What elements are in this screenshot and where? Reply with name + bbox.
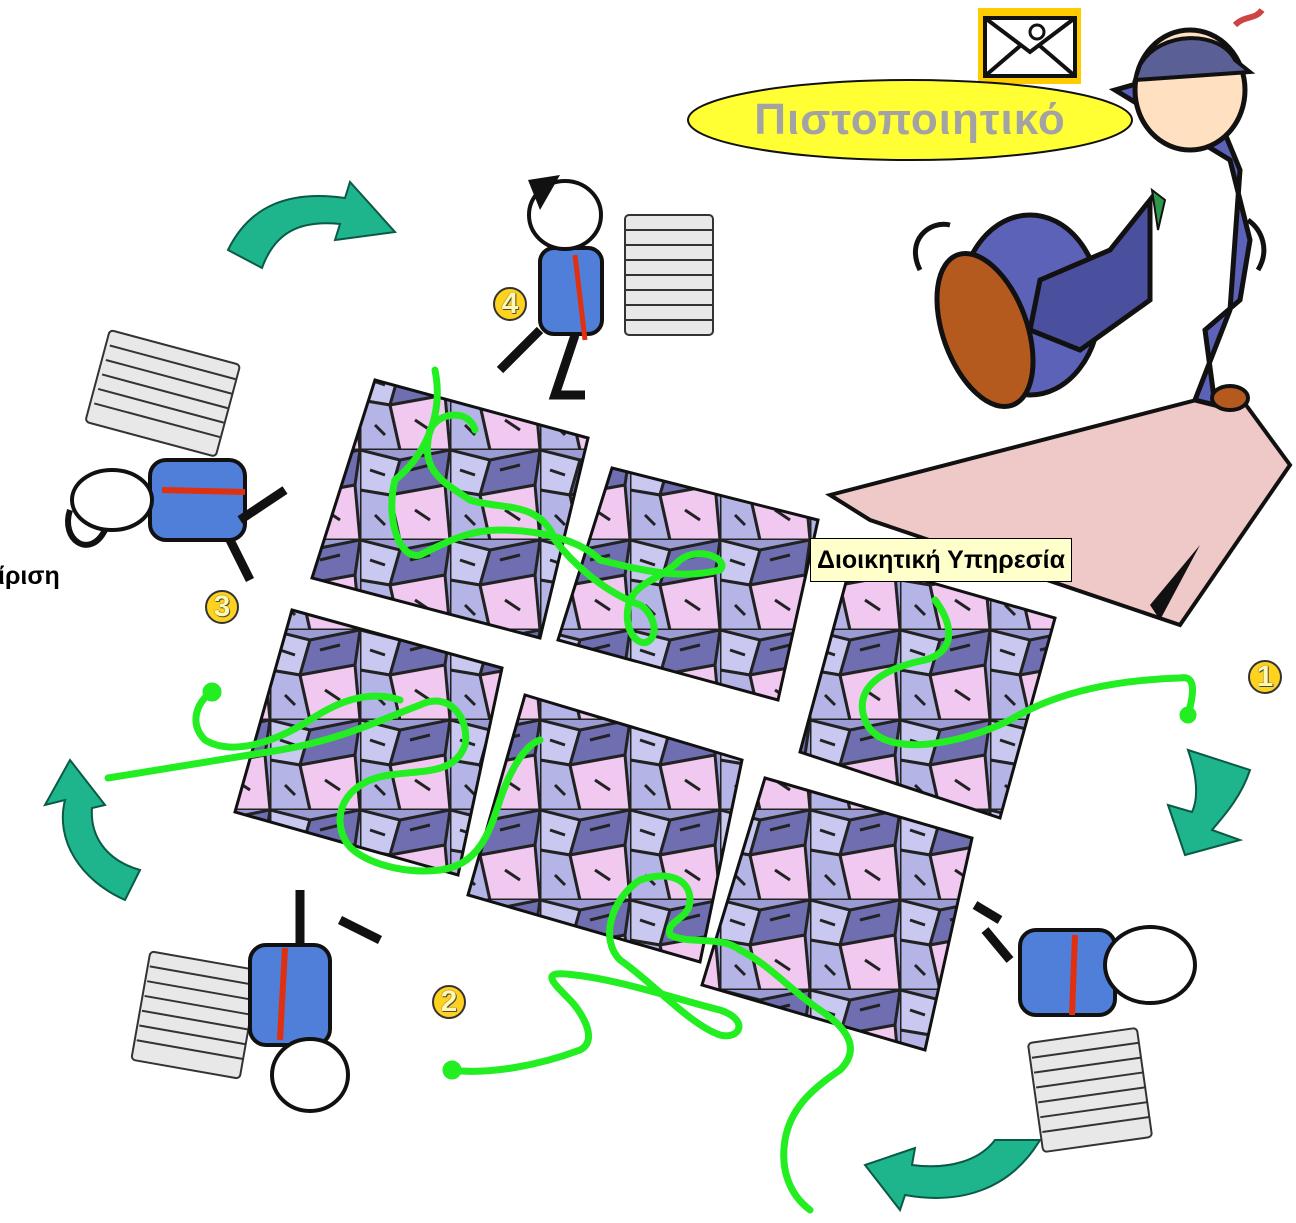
courier-figure-4 (500, 175, 713, 395)
courier-figure-3 (68, 330, 285, 580)
step-badge-4: 4 (493, 287, 527, 321)
maze-tile (702, 778, 972, 1050)
curved-arrow-icon (228, 182, 395, 268)
left-clipped-label: ίριση (0, 562, 60, 591)
curved-arrow-icon (865, 1140, 1040, 1210)
step-badge-3: 3 (205, 590, 239, 624)
service-label: Διοικητική Υπηρεσία (810, 538, 1072, 582)
step-badge-2: 2 (432, 985, 466, 1019)
maze-tile (800, 560, 1055, 818)
certificate-label: Πιστοποιητικό (690, 78, 1130, 162)
step-badge-1: 1 (1248, 660, 1282, 694)
courier-figure-2 (131, 890, 380, 1111)
maze-tile (468, 695, 742, 962)
curved-arrow-icon (1168, 750, 1250, 855)
envelope-icon (978, 8, 1081, 84)
curved-arrow-icon (45, 760, 140, 900)
courier-figure-1 (975, 905, 1195, 1152)
